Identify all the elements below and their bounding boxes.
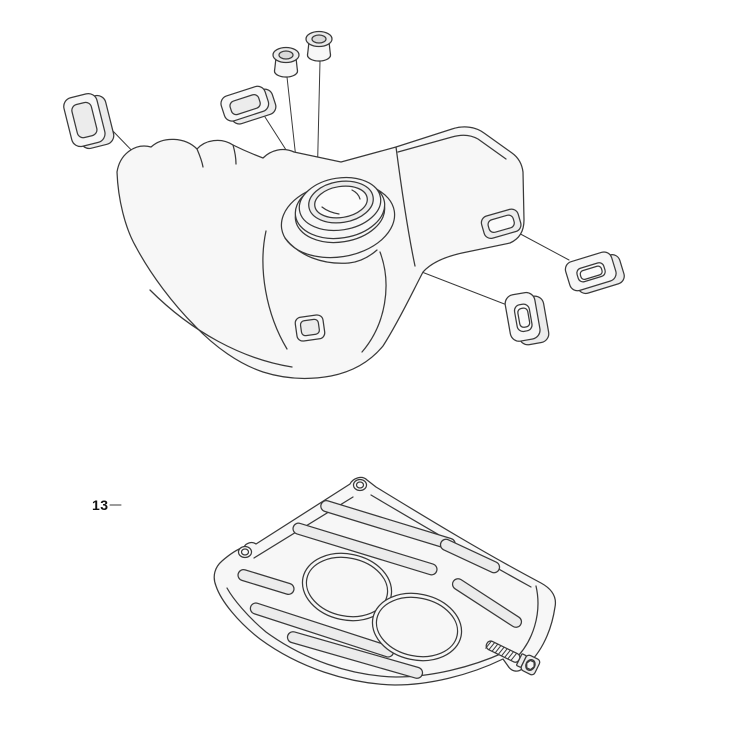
grommet-top — [220, 85, 277, 125]
mounting-holes — [237, 478, 368, 559]
grommet-left — [63, 92, 115, 150]
breather-plug-left — [272, 46, 300, 78]
screw-threads — [485, 640, 518, 661]
grommet-bottom — [504, 291, 550, 346]
callout-13[interactable]: 13 — [92, 497, 109, 513]
screw-bolt — [485, 640, 541, 676]
plate-holes — [301, 552, 463, 662]
fuel-tank-assembly — [116, 126, 525, 379]
plate-ribs — [237, 500, 523, 679]
guard-plate — [213, 476, 557, 686]
grommet-right — [564, 251, 625, 295]
tank-bottom-boss — [294, 314, 326, 342]
breather-plug-right — [305, 30, 333, 62]
housing-slot — [480, 208, 522, 240]
fuel-filler-neck — [280, 176, 396, 264]
